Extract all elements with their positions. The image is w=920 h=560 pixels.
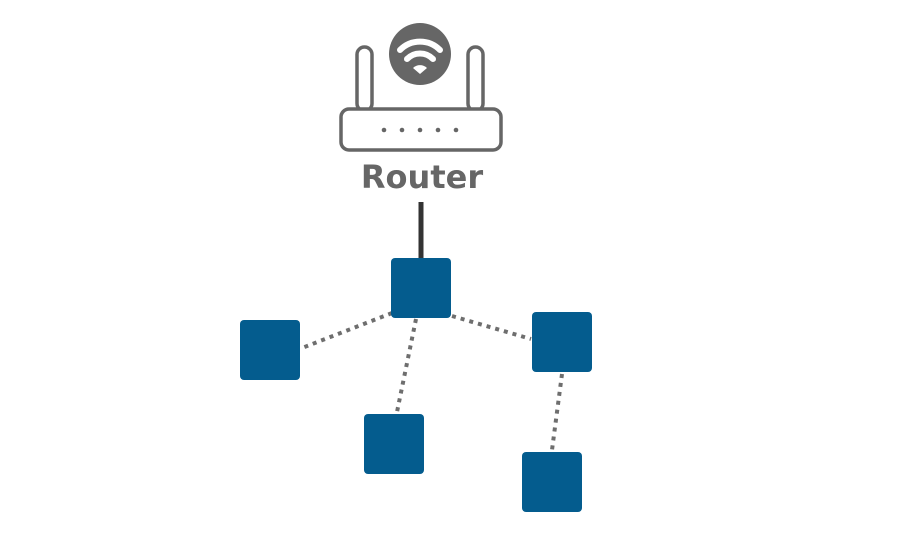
status-light [453,127,459,133]
router-label: Router [361,158,483,196]
status-light [435,127,441,133]
wifi-arc-outer [397,38,443,53]
wifi-dot [413,65,427,74]
status-light [381,127,387,133]
mesh-node-bottom-center[interactable] [364,414,424,474]
wireless-link-hub-left [301,311,393,350]
wireless-links [301,311,564,451]
status-light [417,127,423,133]
wifi-arc-inner [404,50,436,62]
router-status-lights [381,127,459,133]
mesh-node-hub[interactable] [391,258,451,318]
wifi-router-icon [339,23,503,152]
wifi-icon [389,23,451,85]
mesh-nodes [240,258,592,512]
router-antenna-left [355,45,374,113]
wireless-link-right-bottom-right [550,373,564,451]
wireless-link-hub-right [451,314,532,341]
mesh-node-bottom-right[interactable] [522,452,582,512]
status-light [399,127,405,133]
mesh-node-right[interactable] [532,312,592,372]
mesh-node-left[interactable] [240,320,300,380]
router-antenna-right [466,45,485,113]
wireless-link-hub-bottom-center [395,318,418,413]
